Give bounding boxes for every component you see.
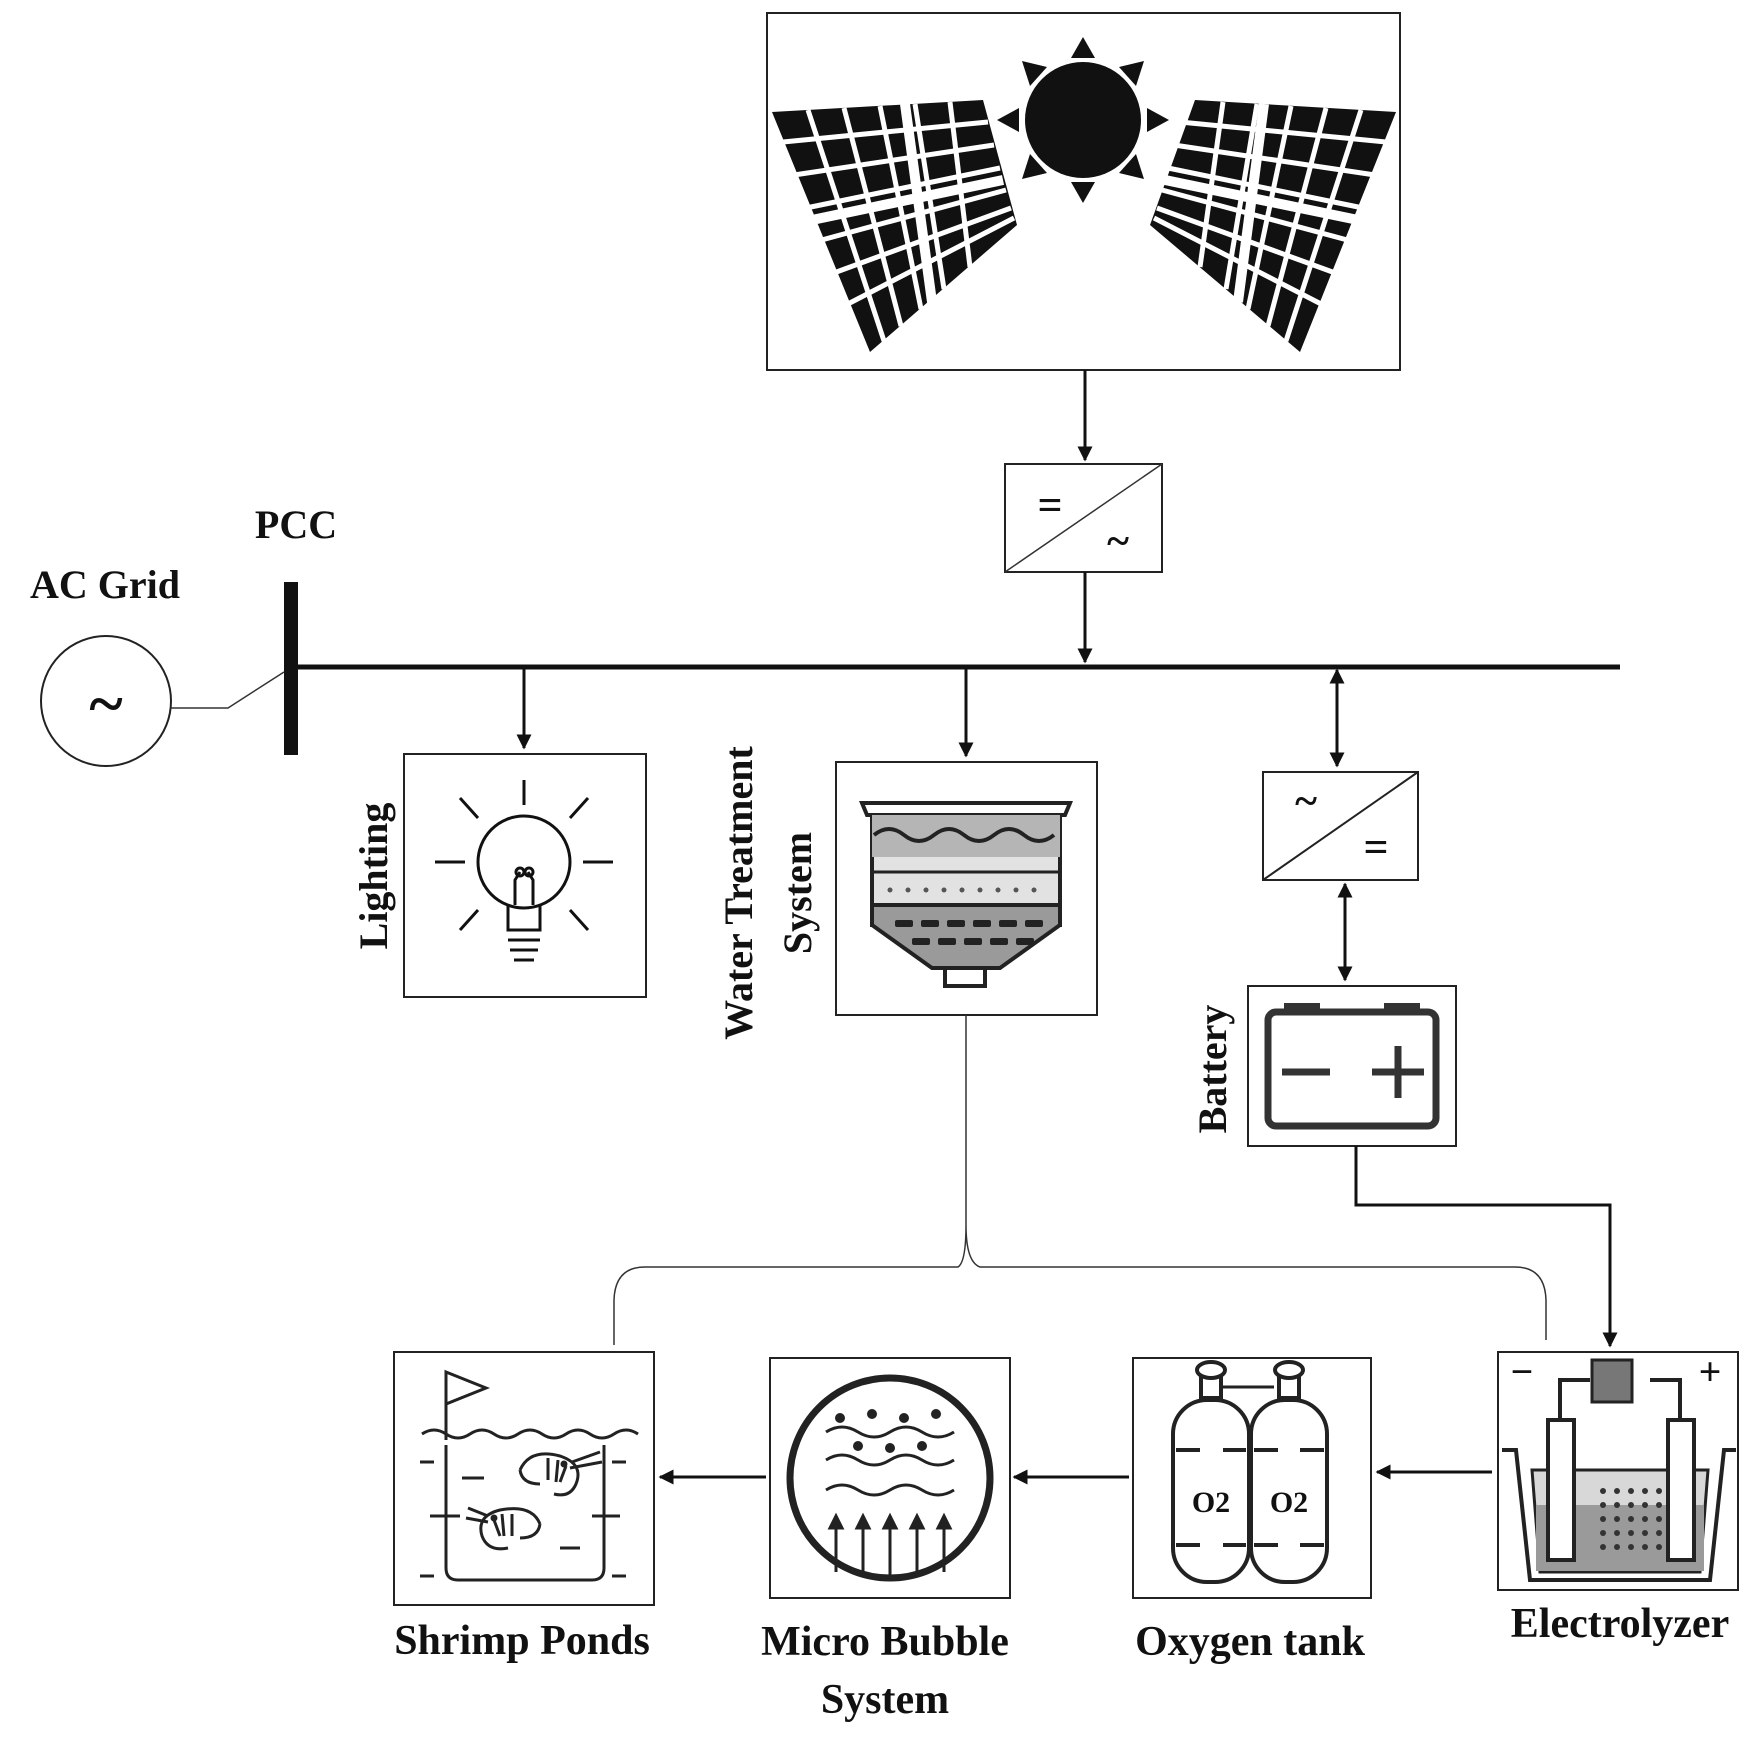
micro-bubble-icon [786, 1374, 994, 1582]
micro-bubble-label-line2: System [821, 1677, 949, 1723]
water-treatment-label-line2: System [775, 832, 820, 954]
o2-label-left: O2 [1192, 1486, 1230, 1519]
solar-panels-sun-icon [772, 37, 1396, 352]
electrolyzer: − + [1497, 1349, 1739, 1591]
pv-inverter: = ~ [1004, 463, 1163, 573]
water-treatment-distribution-brace [613, 1015, 1547, 1345]
battery-converter-ac-symbol: ~ [1295, 779, 1317, 825]
water-treatment-label-line1: Water Treatment [716, 746, 761, 1040]
water-treatment-system [835, 761, 1098, 1016]
grid-ac-symbol: ~ [89, 668, 122, 739]
o2-label-right: O2 [1270, 1486, 1308, 1519]
pcc-label: PCC [255, 502, 337, 547]
lighting-load [403, 753, 647, 998]
ac-grid: AC Grid ~ [30, 562, 180, 767]
solar-pv-array [766, 12, 1401, 371]
ac-grid-label: AC Grid [30, 562, 180, 607]
battery-icon [1264, 1003, 1440, 1130]
electrolyzer-plus-symbol: + [1699, 1349, 1722, 1394]
shrimp-ponds-label: Shrimp Ponds [394, 1618, 650, 1664]
battery [1247, 985, 1457, 1147]
lighting-label: Lighting [351, 803, 396, 950]
battery-to-electrolyzer-wire [1354, 1146, 1618, 1348]
water-filter-icon [859, 801, 1073, 988]
shrimp-pond-icon [420, 1369, 639, 1582]
electrolyzer-minus-symbol: − [1511, 1349, 1534, 1394]
micro-bubble-system [769, 1357, 1011, 1599]
inverter-ac-symbol: ~ [1107, 519, 1129, 565]
inverter-dc-symbol: = [1037, 481, 1062, 530]
shrimp-ponds [393, 1351, 655, 1606]
micro-bubble-label-line1: Micro Bubble [761, 1619, 1009, 1665]
battery-converter-dc-symbol: = [1363, 823, 1388, 872]
oxygen-tank: O2 O2 [1132, 1357, 1372, 1599]
electrolyzer-label: Electrolyzer [1511, 1601, 1729, 1647]
grid-to-pcc-wire [171, 671, 285, 709]
battery-label: Battery [1190, 1005, 1235, 1134]
electrolyzer-icon: − + [1502, 1349, 1736, 1582]
light-bulb-icon [435, 780, 613, 962]
oxygen-tank-label: Oxygen tank [1135, 1619, 1366, 1665]
battery-converter: ~ = [1262, 771, 1419, 881]
oxygen-cylinders-icon [1171, 1360, 1329, 1584]
